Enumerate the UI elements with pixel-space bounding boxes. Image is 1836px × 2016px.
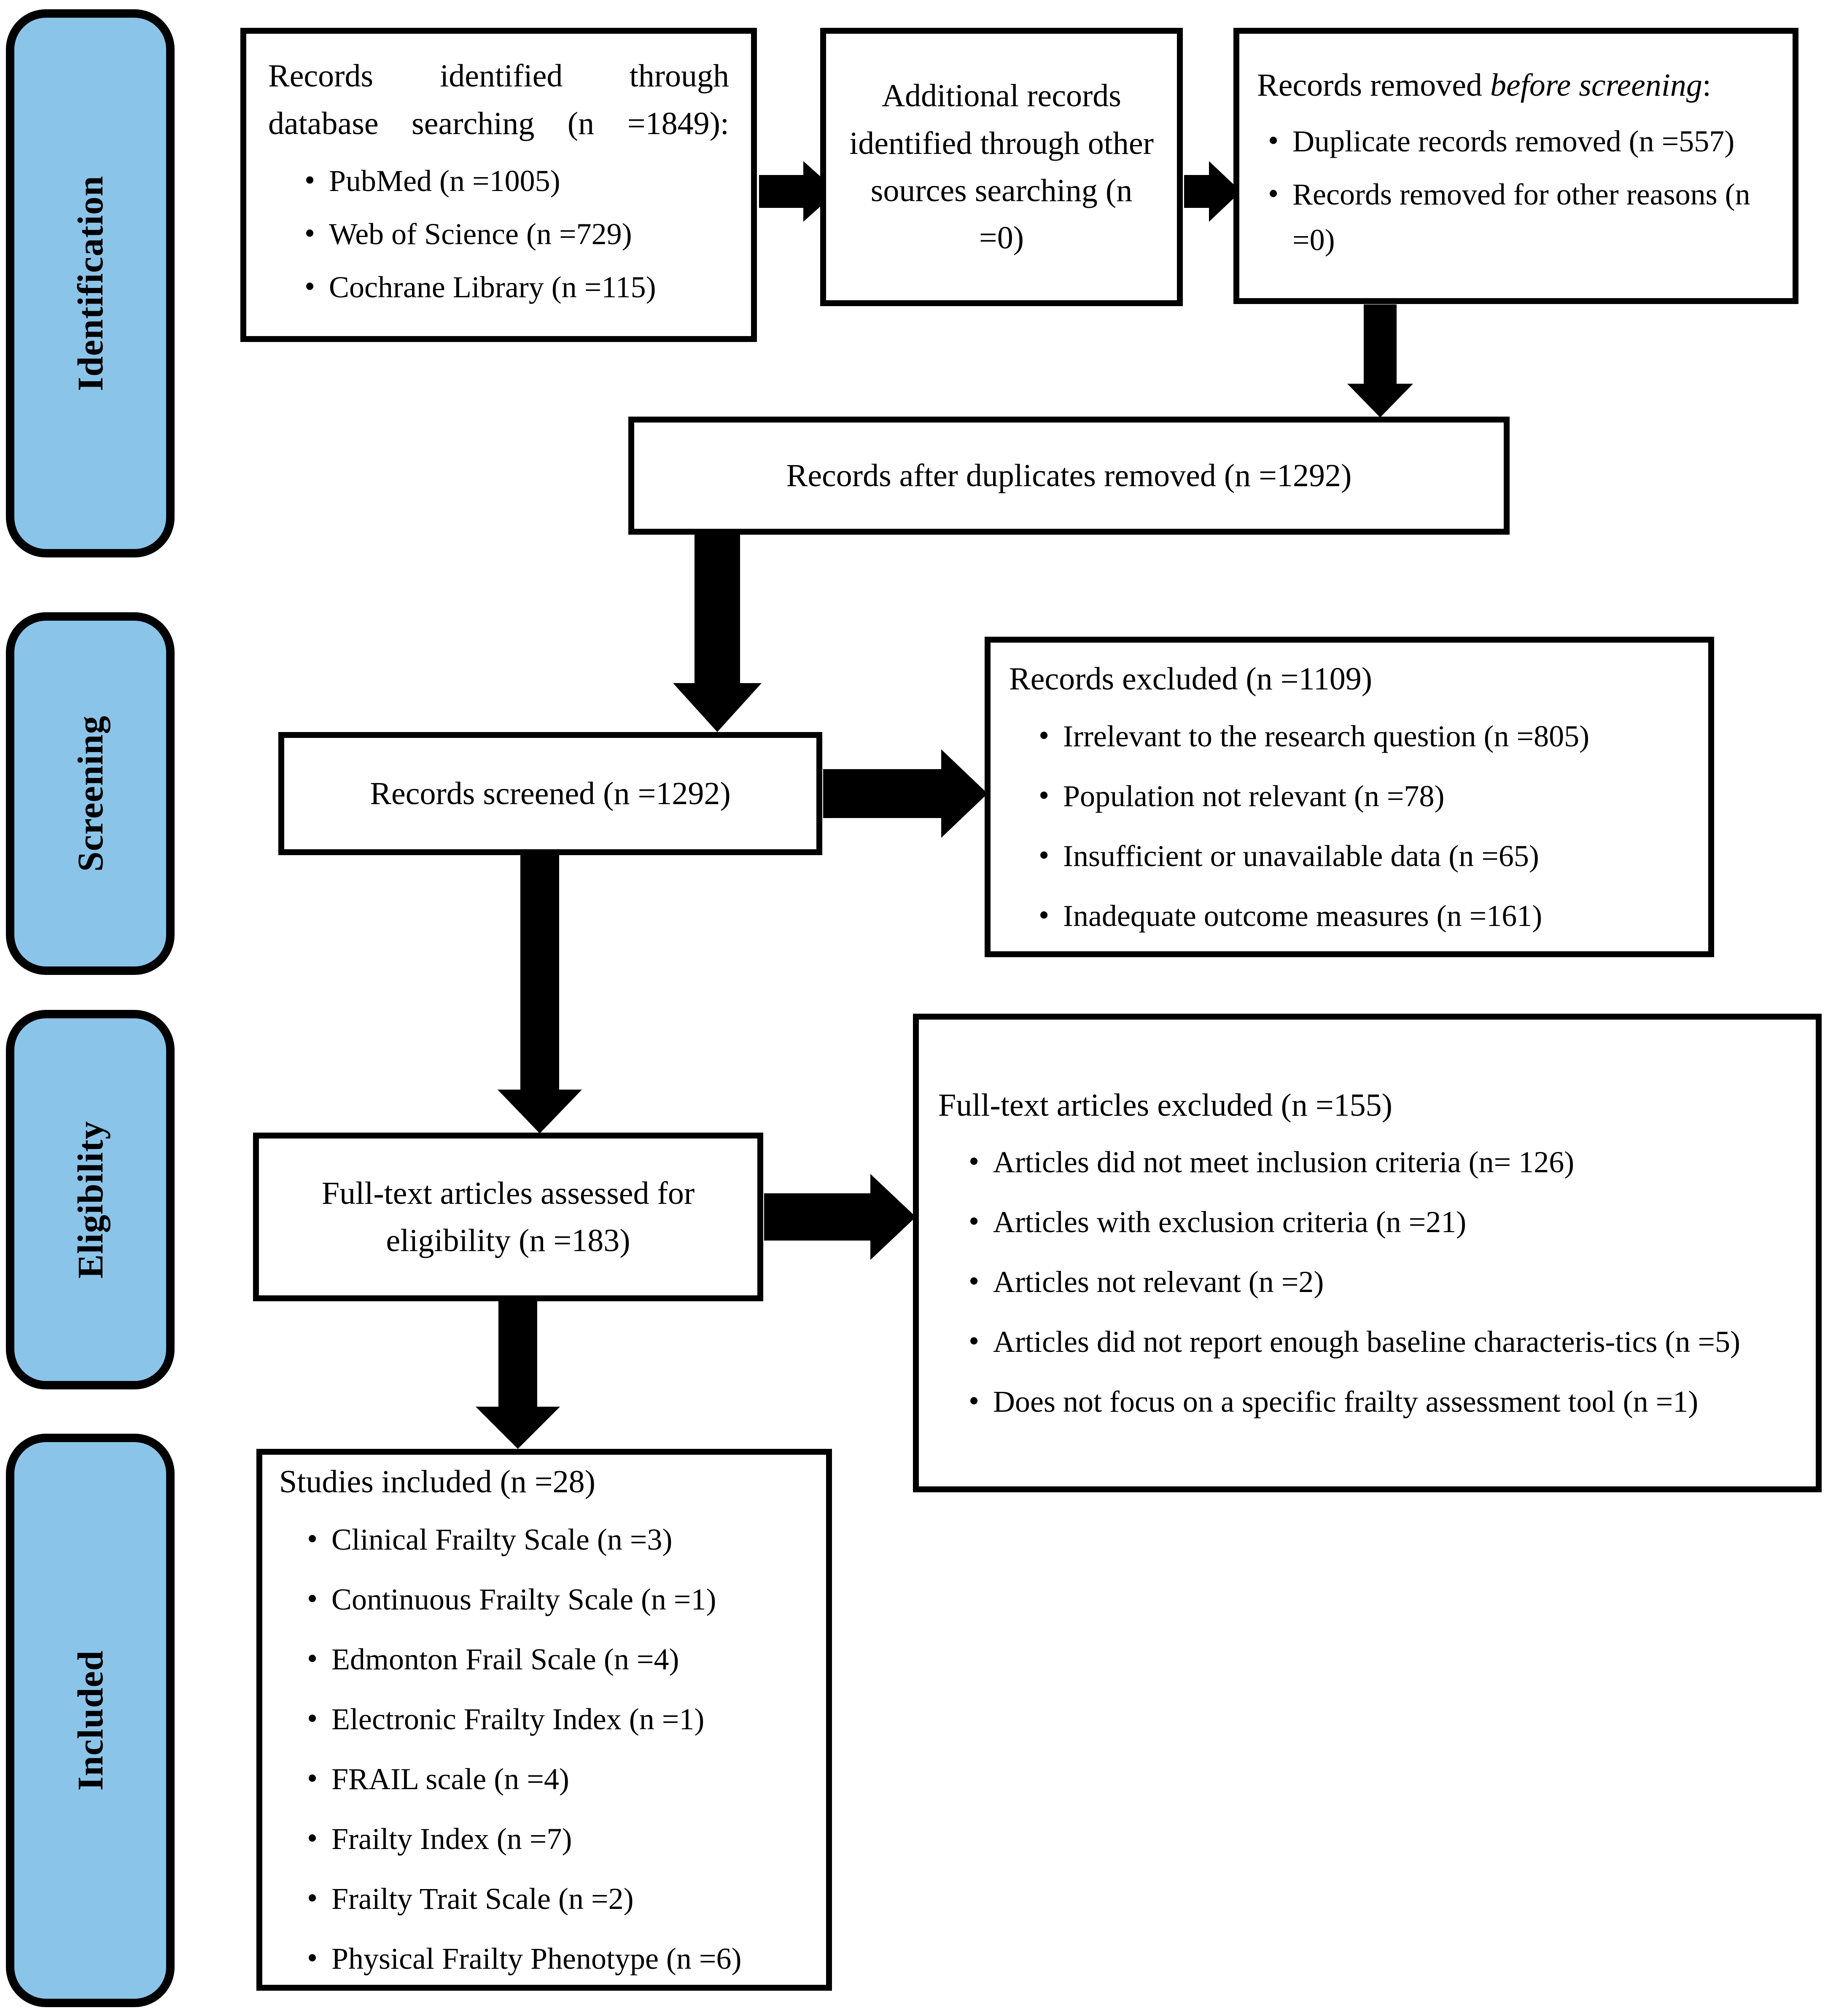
arrow-screened-to-excluded: [823, 749, 988, 838]
box-studies-included: Studies included (n =28) Clinical Frailt…: [256, 1449, 832, 1991]
list-item: Electronic Frailty Index (n =1): [304, 1696, 809, 1742]
arrow-head: [498, 1090, 582, 1133]
list-item: Articles did not report enough baseline …: [965, 1318, 1796, 1365]
box-records-screened-title: Records screened (n =1292): [370, 775, 731, 811]
box-records-identified-database-list: PubMed (n =1005) Web of Science (n =729)…: [268, 157, 729, 318]
box-records-excluded-list: Irrelevant to the research question (n =…: [1009, 713, 1690, 939]
arrow-assessed-to-included: [476, 1301, 560, 1449]
stage-identification: Identification: [6, 9, 175, 557]
arrow-additional-to-removed: [1184, 161, 1241, 222]
list-item: Articles not relevant (n =2): [965, 1258, 1796, 1305]
box-studies-included-title: Studies included (n =28): [279, 1464, 595, 1500]
stage-eligibility: Eligibility: [6, 1010, 175, 1389]
stage-eligibility-label: Eligibility: [70, 1120, 110, 1279]
stage-included-label: Included: [70, 1650, 110, 1791]
arrow-shaft: [764, 1193, 870, 1241]
list-item: Frailty Trait Scale (n =2): [304, 1875, 809, 1922]
list-item: Clinical Frailty Scale (n =3): [304, 1516, 809, 1562]
box-records-screened: Records screened (n =1292): [278, 732, 822, 855]
arrow-shaft: [695, 535, 740, 683]
box-records-identified-database: Records identified through database sear…: [240, 28, 757, 342]
stage-identification-label: Identification: [70, 175, 110, 391]
list-item: Irrelevant to the research question (n =…: [1035, 713, 1690, 759]
arrow-head: [1347, 384, 1413, 417]
title-tail: :: [1702, 67, 1712, 103]
list-item: Cochrane Library (n =115): [301, 264, 729, 310]
list-item: PubMed (n =1005): [301, 157, 729, 204]
arrow-shaft: [1364, 304, 1397, 384]
list-item: Insufficient or unavailable data (n =65): [1035, 832, 1690, 879]
title-italic: before screening: [1490, 67, 1702, 103]
box-additional-records: Additional records identified through ot…: [820, 28, 1183, 306]
list-item: Articles did not meet inclusion criteria…: [965, 1139, 1796, 1185]
list-item: Does not focus on a specific frailty ass…: [965, 1378, 1796, 1424]
list-item: Frailty Index (n =7): [304, 1815, 809, 1862]
list-item: Duplicate records removed (n =557): [1265, 118, 1775, 164]
list-item: Web of Science (n =729): [301, 210, 729, 257]
list-item: Inadequate outcome measures (n =161): [1035, 892, 1690, 939]
arrow-assessed-to-fulltext-excluded: [764, 1174, 916, 1260]
box-records-after-duplicates-title: Records after duplicates removed (n =129…: [786, 458, 1352, 493]
box-records-after-duplicates: Records after duplicates removed (n =129…: [628, 417, 1510, 535]
box-fulltext-excluded-list: Articles did not meet inclusion criteria…: [938, 1139, 1796, 1424]
stage-screening: Screening: [6, 612, 175, 975]
arrow-after-duplicates-to-screened: [673, 535, 762, 732]
arrow-shaft: [759, 175, 803, 208]
list-item: Records removed for other reasons (n =0): [1265, 171, 1775, 263]
arrow-shaft: [520, 855, 559, 1090]
stage-screening-label: Screening: [70, 715, 110, 872]
list-item: Articles with exclusion criteria (n =21): [965, 1198, 1796, 1245]
box-fulltext-assessed: Full-text articles assessed for eligibil…: [253, 1133, 763, 1301]
arrow-shaft: [823, 769, 941, 818]
box-records-removed-before-screening-title: Records removed before screening:: [1257, 62, 1775, 109]
title-lead: Records removed: [1257, 67, 1490, 103]
list-item: FRAIL scale (n =4): [304, 1755, 809, 1802]
box-records-excluded: Records excluded (n =1109) Irrelevant to…: [985, 637, 1714, 957]
box-fulltext-assessed-title: Full-text articles assessed for eligibil…: [321, 1175, 695, 1258]
arrow-head: [476, 1407, 560, 1449]
arrow-head: [941, 749, 988, 838]
box-records-excluded-title: Records excluded (n =1109): [1009, 661, 1373, 697]
list-item: Continuous Frailty Scale (n =1): [304, 1576, 809, 1622]
arrow-shaft: [498, 1301, 537, 1407]
arrow-screened-to-fulltext: [498, 855, 582, 1133]
box-records-removed-before-screening: Records removed before screening: Duplic…: [1233, 28, 1798, 304]
box-records-removed-before-screening-list: Duplicate records removed (n =557) Recor…: [1257, 118, 1775, 270]
arrow-removed-to-after-duplicates: [1346, 304, 1414, 417]
arrow-head: [870, 1174, 916, 1260]
box-studies-included-list: Clinical Frailty Scale (n =3) Continuous…: [279, 1516, 809, 1981]
list-item: Population not relevant (n =78): [1035, 772, 1690, 819]
list-item: Physical Frailty Phenotype (n =6): [304, 1935, 809, 1981]
stage-included: Included: [6, 1434, 175, 2007]
box-fulltext-excluded-title: Full-text articles excluded (n =155): [938, 1087, 1392, 1123]
box-fulltext-excluded: Full-text articles excluded (n =155) Art…: [913, 1014, 1822, 1492]
arrow-shaft: [1184, 175, 1209, 208]
arrow-head: [673, 683, 762, 732]
list-item: Edmonton Frail Scale (n =4): [304, 1636, 809, 1682]
box-additional-records-title: Additional records identified through ot…: [849, 78, 1154, 256]
box-records-identified-database-title: Records identified through database sear…: [268, 58, 729, 141]
